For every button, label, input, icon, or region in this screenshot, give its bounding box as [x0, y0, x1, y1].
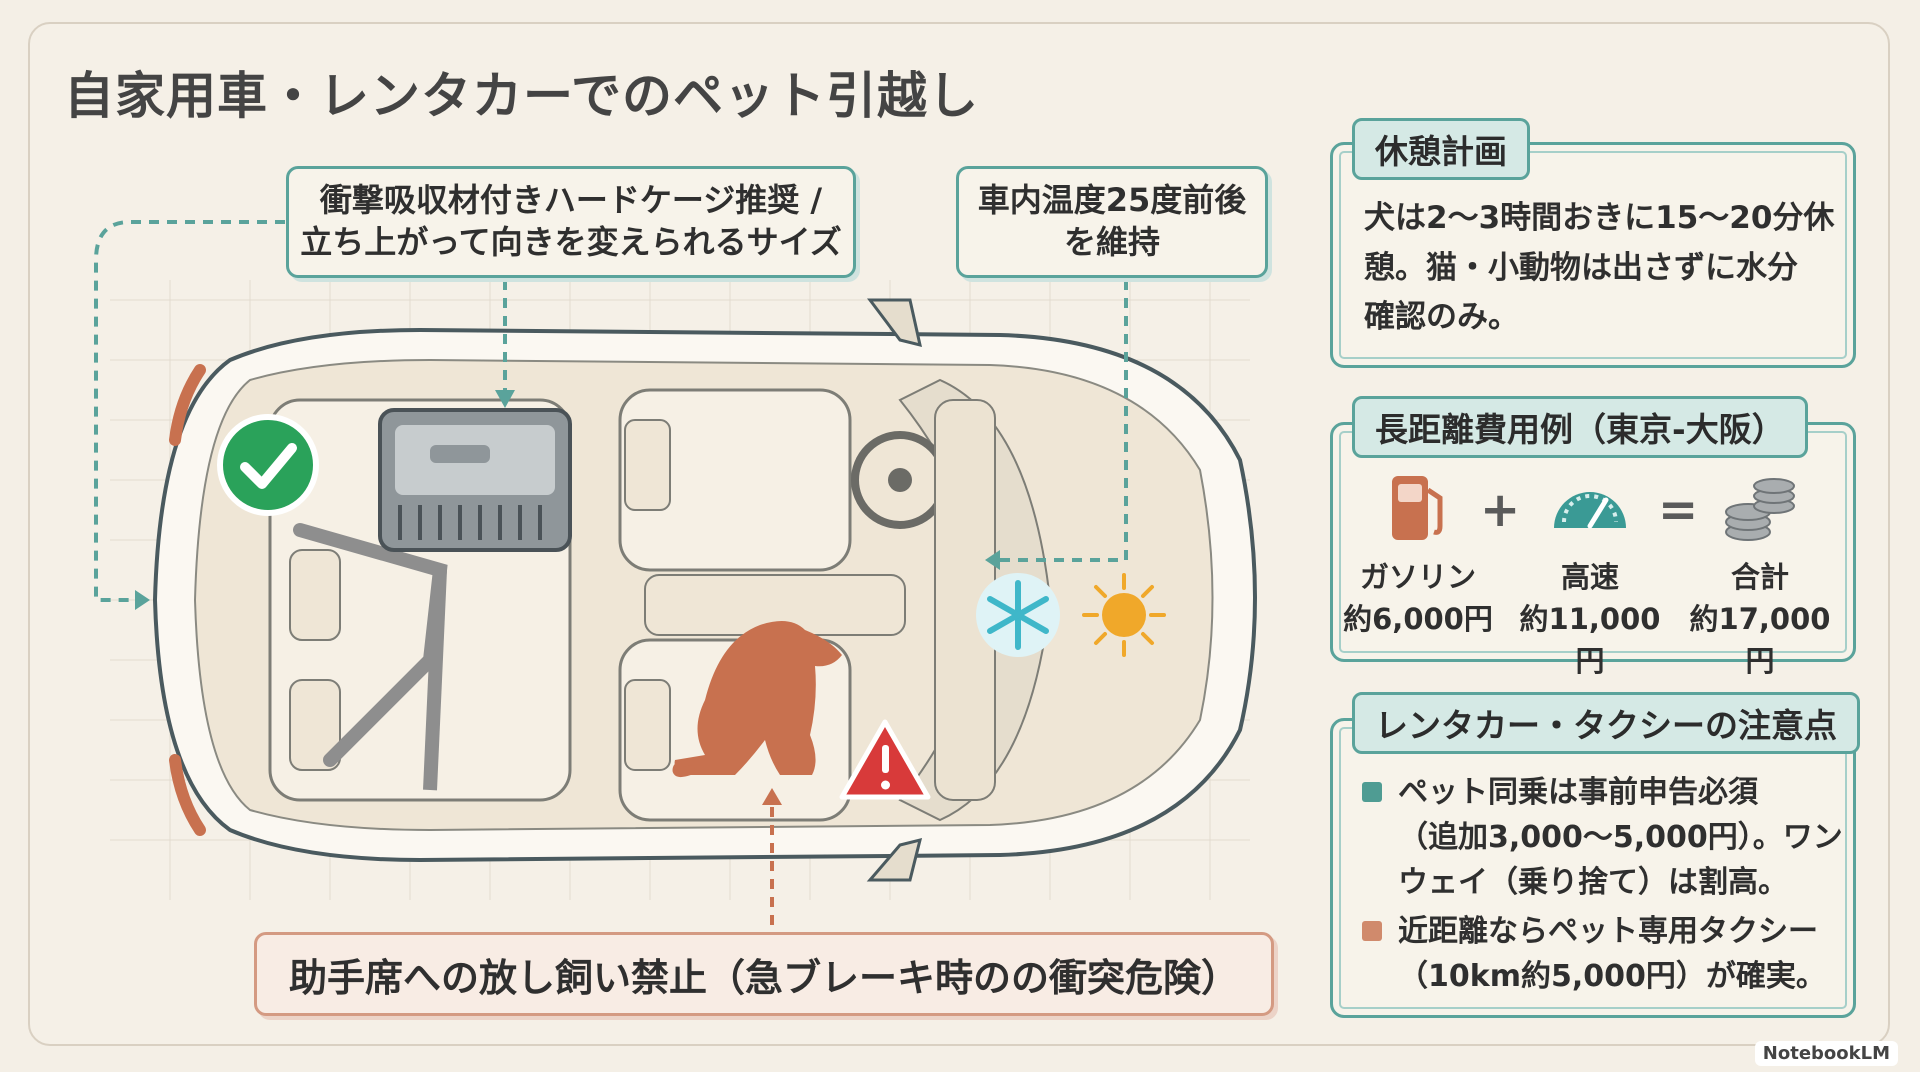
cost-item-name: 高速: [1560, 560, 1619, 594]
rental-bullet: ペット同乗は事前申告必須 （追加3,000〜5,000円）。ワン ウェイ（乗り捨…: [1362, 770, 1862, 905]
temperature-callout: 車内温度25度前後 を維持: [956, 166, 1268, 278]
cost-item-total: 合計 約17,000円: [1680, 470, 1840, 680]
car-diagram: [94, 220, 1257, 925]
cage-callout-line: 衝撃吸収材付きハードケージ推奨 /: [319, 181, 823, 220]
rental-bullet-line: （10km約5,000円）が確実。: [1398, 959, 1826, 994]
fuel-pump-icon: [1392, 476, 1443, 540]
cost-row: ガソリン 約6,000円 + 高速 約11,000円 = 合計 約17,000円: [1340, 470, 1860, 678]
cost-item-name: 合計: [1730, 560, 1789, 594]
check-icon: [217, 414, 319, 516]
page-title: 自家用車・レンタカーでのペット引越し: [64, 67, 979, 125]
warning-icon: [839, 719, 931, 800]
pet-crate-icon: [378, 408, 572, 552]
temperature-callout-line: を維持: [1063, 223, 1160, 261]
tail-light-top: [169, 364, 206, 446]
driver-seat: [618, 388, 852, 572]
rest-plan-title: 休憩計画: [1352, 118, 1530, 180]
cost-panel: [1330, 422, 1856, 662]
rental-bullets: ペット同乗は事前申告必須 （追加3,000〜5,000円）。ワン ウェイ（乗り捨…: [1362, 770, 1862, 1003]
bullet-marker: [1362, 782, 1382, 802]
coins-icon: [1725, 478, 1795, 541]
tail-light-bottom: [169, 754, 206, 836]
rest-plan-line: 憩。猫・小動物は出さずに水分: [1364, 249, 1798, 286]
cost-item-gas: ガソリン 約6,000円: [1338, 470, 1498, 638]
side-mirror-top: [867, 298, 922, 348]
dog-icon: [674, 621, 842, 775]
arrowhead: [135, 590, 150, 610]
arrowhead: [762, 788, 782, 805]
cost-item-value: 約17,000円: [1689, 602, 1831, 678]
rental-bullet-line: （追加3,000〜5,000円）。ワン: [1398, 820, 1843, 855]
rental-bullet-line: 近距離ならペット専用タクシー: [1398, 914, 1818, 949]
rental-bullet-line: ペット同乗は事前申告必須: [1398, 775, 1758, 810]
rest-plan-line: 犬は2〜3時間おきに15〜20分休: [1364, 200, 1835, 236]
brand-label: NotebookLM: [1754, 1041, 1898, 1066]
cost-item-highway: 高速 約11,000円: [1510, 470, 1670, 680]
rental-bullet-line: ウェイ（乗り捨て）は割高。: [1398, 865, 1788, 900]
arrowhead: [495, 390, 515, 408]
warning-callout: 助手席への放し飼い禁止（急ブレーキ時のの衝突危険）: [254, 932, 1274, 1016]
rest-plan-body: 犬は2〜3時間おきに15〜20分休 憩。猫・小動物は出さずに水分 確認のみ。: [1364, 194, 1844, 343]
cage-callout: 衝撃吸収材付きハードケージ推奨 / 立ち上がって向きを変えられるサイズ: [286, 166, 856, 278]
speedometer-icon: [1554, 492, 1626, 529]
sun-icon: [1082, 573, 1166, 657]
cost-title: 長距離費用例（東京-大阪）: [1352, 396, 1808, 458]
rental-bullet: 近距離ならペット専用タクシー （10km約5,000円）が確実。: [1362, 909, 1862, 999]
rental-title: レンタカー・タクシーの注意点: [1352, 692, 1860, 754]
cost-item-value: 約11,000円: [1519, 602, 1661, 678]
cost-item-value: 約6,000円: [1343, 602, 1493, 636]
callout-arrows: [94, 220, 1128, 925]
temperature-callout-line: 車内温度25度前後: [977, 181, 1247, 220]
cost-item-name: ガソリン: [1359, 560, 1476, 594]
plus-sign: +: [1480, 482, 1521, 538]
arrowhead: [985, 550, 1000, 570]
cage-callout-line: 立ち上がって向きを変えられるサイズ: [300, 223, 842, 261]
bullet-marker: [1362, 921, 1382, 941]
rest-plan-line: 確認のみ。: [1364, 299, 1519, 336]
snowflake-icon: [976, 573, 1060, 657]
side-mirror-bottom: [866, 837, 923, 882]
equals-sign: =: [1658, 482, 1699, 538]
